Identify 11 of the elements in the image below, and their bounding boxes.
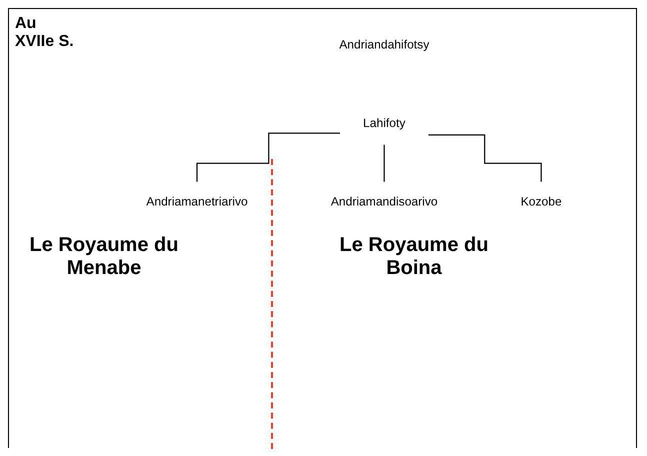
node-text: Andriandahifotsy	[339, 38, 430, 52]
period-label: Au XVIIe S.	[15, 15, 75, 51]
node-text: Lahifoty	[363, 117, 406, 130]
node-text: Andriamandisoarivo	[330, 196, 438, 209]
kingdom-label: Le Royaume du Boina	[339, 234, 489, 280]
connector	[428, 134, 542, 183]
node-text: Kozobe	[520, 196, 562, 209]
connector	[384, 144, 385, 183]
kingdom-label: Le Royaume du Menabe	[29, 234, 179, 280]
connector	[196, 132, 340, 183]
node-text: Andriamanetriarivo	[146, 196, 248, 209]
